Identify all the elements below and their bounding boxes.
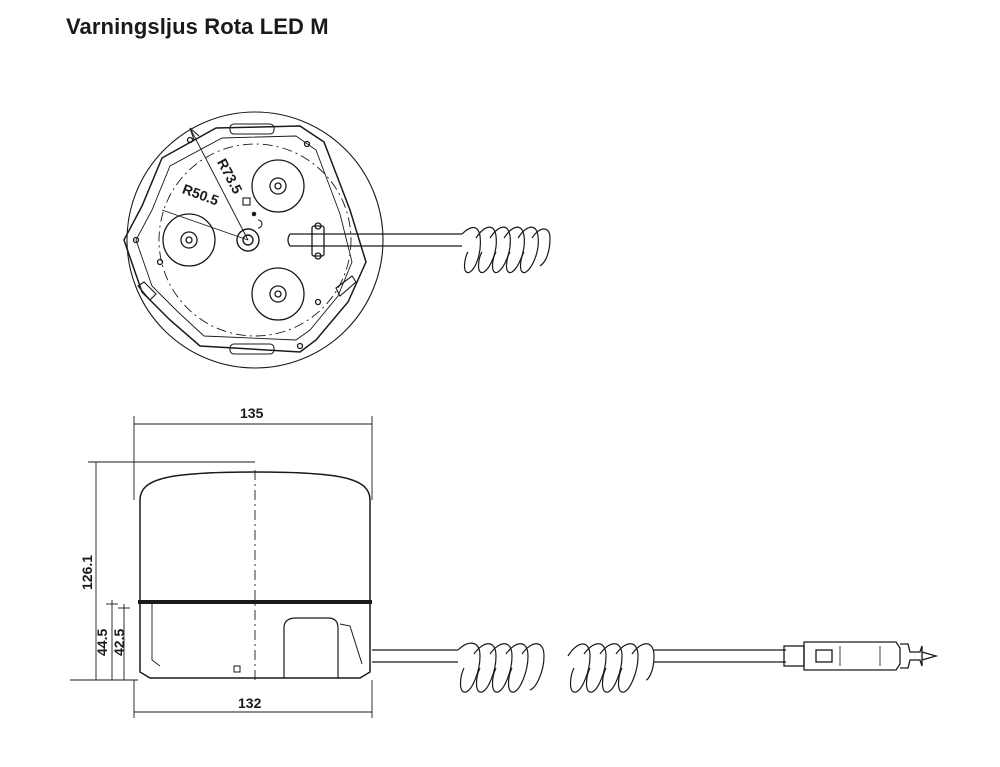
outer-outline	[126, 111, 384, 369]
dim-label-132: 132	[238, 695, 262, 711]
coiled-cable-side	[457, 642, 655, 693]
dim-label-44: 44.5	[94, 629, 110, 656]
clamp-screw-bottom	[314, 252, 322, 260]
coiled-cable-top	[461, 226, 551, 274]
base-flange	[123, 125, 367, 353]
symbol-dot-icon	[251, 211, 257, 217]
hole	[303, 140, 311, 148]
magnet-left	[162, 213, 216, 267]
radius-leader-r50	[161, 209, 249, 241]
top-view: R73.5 R50.5	[123, 111, 551, 369]
radius-arrow-r73	[189, 127, 200, 141]
base-small-mark	[233, 665, 241, 673]
center-hub-inner	[242, 234, 254, 246]
clamp-screw-top	[314, 222, 322, 230]
side-view: 135 132 126.1 44.5 42.5	[70, 405, 939, 718]
magnet-bottom-hub	[274, 290, 282, 298]
hole	[186, 136, 194, 144]
bolt-circle	[158, 143, 352, 337]
magnet-top	[251, 159, 305, 213]
slot-left	[137, 281, 157, 301]
radius-label-r73: R73.5	[214, 156, 246, 197]
magnet-top-ring	[269, 177, 287, 195]
magnet-bottom-ring	[269, 285, 287, 303]
page-title: Varningsljus Rota LED M	[66, 14, 329, 39]
hole	[314, 298, 322, 306]
symbol-square-icon	[242, 197, 251, 206]
base-right-cutout	[283, 617, 339, 678]
cable-side-view	[372, 649, 458, 663]
cable-clamp	[311, 225, 325, 257]
center-hub	[236, 228, 260, 252]
magnet-left-hub	[185, 236, 193, 244]
radius-leader-r73	[189, 127, 249, 241]
radius-label-r50: R50.5	[180, 181, 221, 209]
dim-label-135: 135	[240, 405, 264, 421]
base-flange-inner	[135, 135, 353, 341]
slot-top	[229, 123, 275, 135]
slot-bottom	[229, 343, 275, 355]
base-left-detail	[151, 604, 161, 667]
cigarette-plug	[783, 641, 939, 671]
hole	[132, 236, 140, 244]
slot-right	[335, 275, 357, 297]
dim-label-126: 126.1	[79, 555, 95, 590]
magnet-left-ring	[180, 231, 198, 249]
magnet-top-hub	[274, 182, 282, 190]
symbol-arc-icon	[257, 219, 263, 229]
cable-top-view	[287, 233, 462, 247]
hole	[296, 342, 304, 350]
dim-label-42: 42.5	[111, 629, 127, 656]
base-right-slope	[339, 623, 363, 665]
cable-to-plug	[654, 649, 786, 663]
hole	[156, 258, 164, 266]
magnet-bottom	[251, 267, 305, 321]
